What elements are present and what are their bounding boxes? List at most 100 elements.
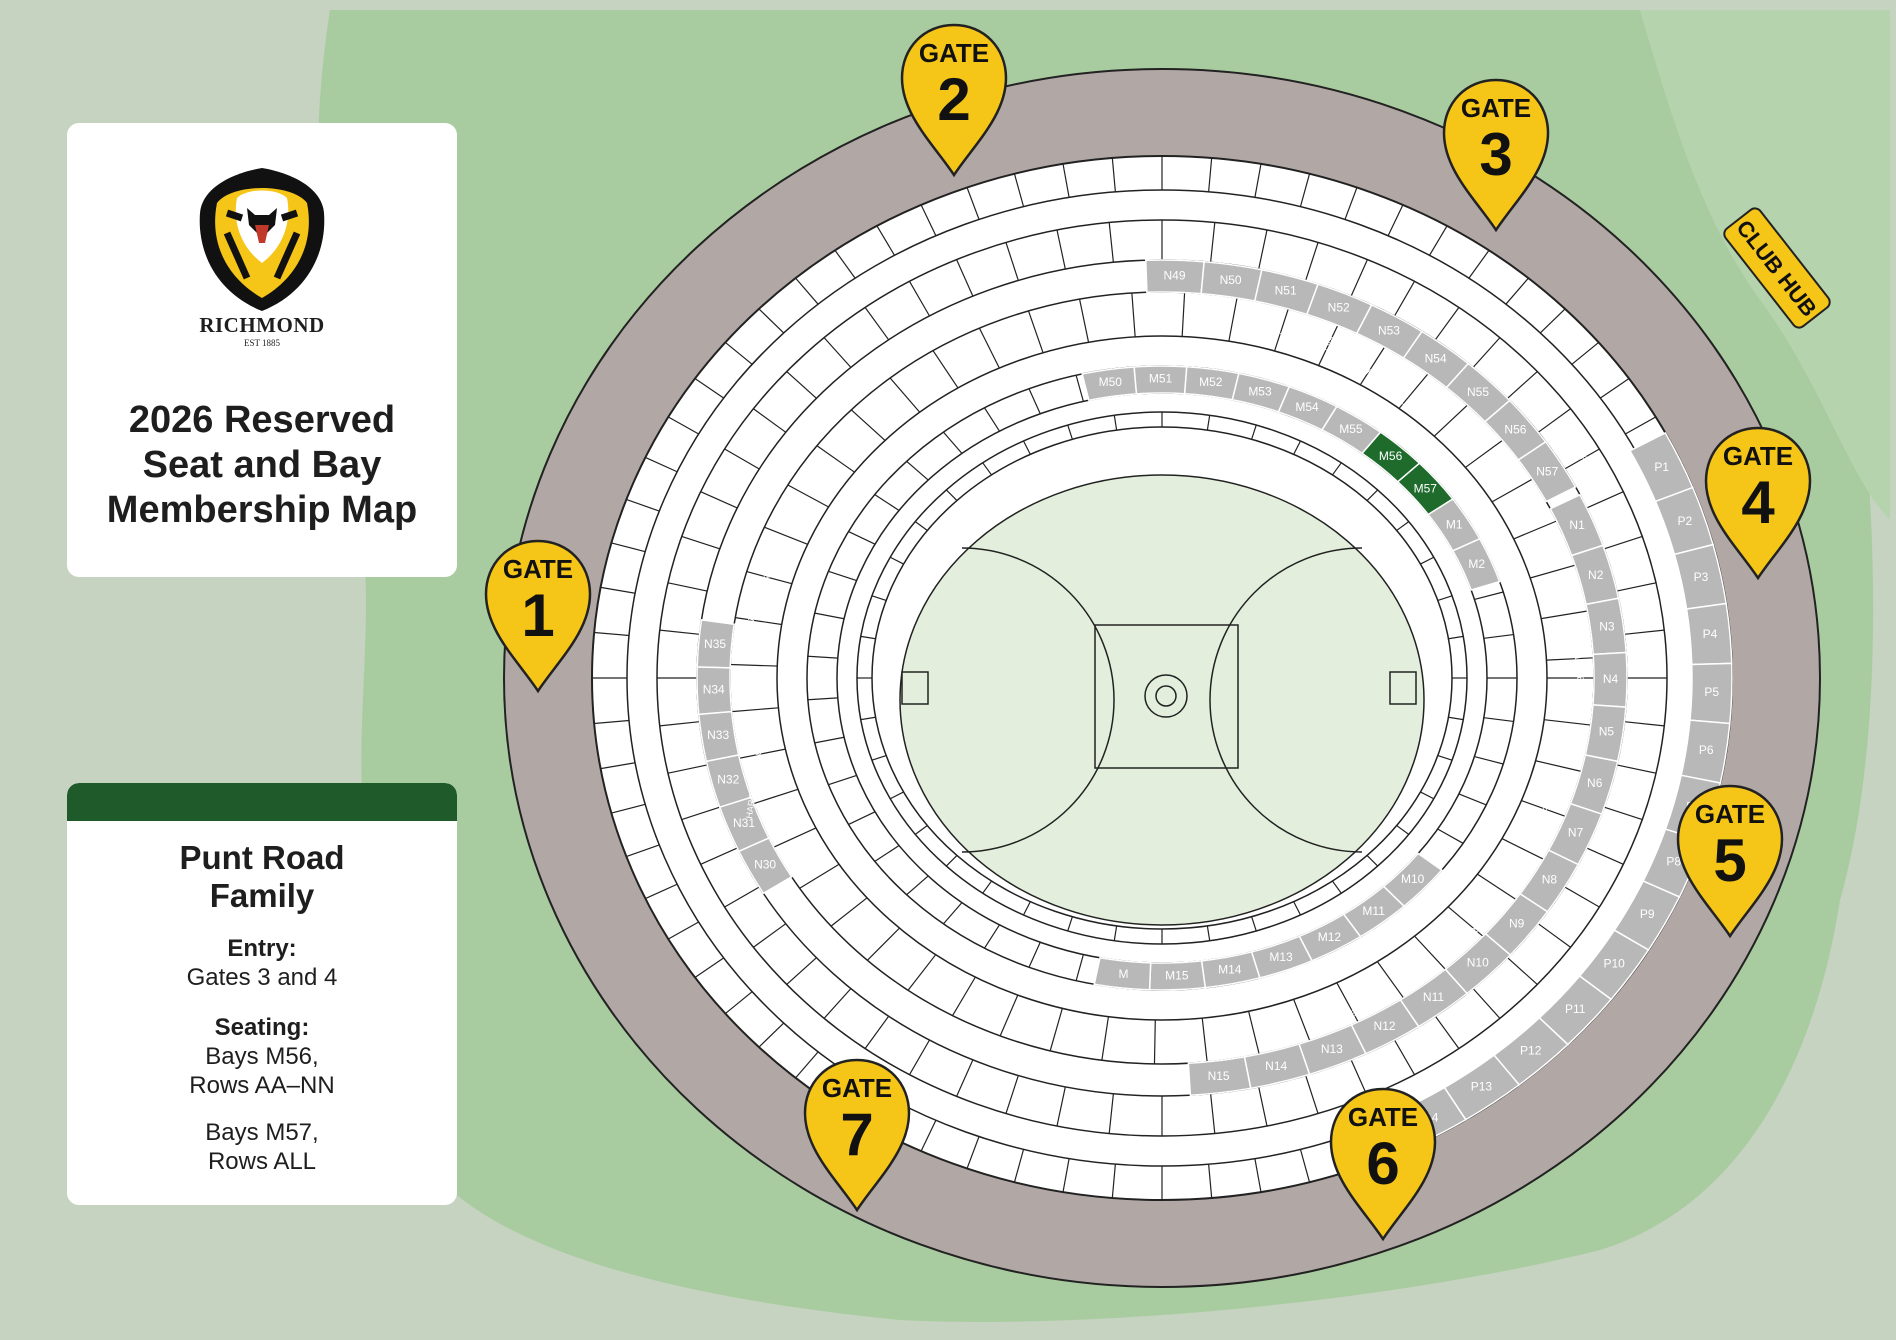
seat-divider	[1028, 388, 1041, 414]
bay-label-m2: M2	[1468, 557, 1485, 571]
seat-divider	[871, 754, 887, 761]
seat-divider	[1437, 754, 1453, 761]
seat-divider	[1472, 988, 1501, 1019]
seat-divider	[914, 825, 928, 835]
gate-word: GATE	[822, 1073, 892, 1103]
seat-divider	[942, 902, 963, 925]
bay-n30[interactable]	[737, 837, 793, 895]
seat-divider	[700, 491, 738, 509]
seat-divider	[1108, 1093, 1114, 1134]
seat-divider	[1420, 791, 1435, 800]
bay-label-m53: M53	[1248, 384, 1272, 398]
seat-divider	[942, 431, 963, 454]
bay-label-n7: N7	[1568, 826, 1584, 840]
seat-divider	[799, 863, 840, 889]
seat-divider	[871, 595, 887, 602]
seat-divider	[1027, 310, 1044, 353]
seat-divider	[1305, 1075, 1319, 1114]
seat-divider	[730, 663, 778, 667]
seat-divider	[1537, 923, 1571, 948]
seat-divider	[1210, 222, 1216, 263]
bay-label-p3: P3	[1694, 570, 1709, 584]
gate-number: 6	[1366, 1130, 1399, 1197]
seat-divider	[1318, 325, 1339, 366]
seat-divider	[724, 886, 760, 908]
seat-divider	[1398, 373, 1429, 409]
bay-label-m: M	[1119, 967, 1129, 981]
bay-label-n14: N14	[1265, 1059, 1287, 1073]
seat-divider	[1501, 838, 1544, 860]
seat-divider	[828, 774, 857, 786]
seat-divider	[823, 988, 852, 1019]
seat-divider	[1507, 957, 1538, 985]
seat-divider	[735, 617, 782, 626]
seat-divider	[920, 1120, 937, 1152]
bay-label-n54: N54	[1425, 352, 1447, 366]
bay-label-p13: P13	[1471, 1080, 1493, 1094]
bay-m[interactable]	[1093, 956, 1152, 991]
bay-label-p11: P11	[1565, 1002, 1586, 1016]
seat-divider	[1251, 916, 1257, 932]
seat-divider	[1153, 1019, 1156, 1064]
seat-divider	[1396, 521, 1410, 531]
bay-label-m13: M13	[1269, 950, 1293, 964]
bay-n57[interactable]	[1517, 440, 1577, 503]
bay-label-n49: N49	[1164, 268, 1186, 282]
bay-m2[interactable]	[1451, 537, 1501, 591]
bay-label-n6: N6	[1587, 776, 1603, 790]
entry-text: Gates 3 and 4	[186, 964, 338, 991]
seat-divider	[731, 707, 779, 713]
seat-divider	[1350, 1059, 1368, 1097]
seat-divider	[1022, 901, 1031, 916]
seat-divider	[1437, 595, 1453, 602]
bay-n15[interactable]	[1187, 1056, 1252, 1097]
seat-divider	[807, 697, 838, 701]
seat-divider	[1208, 157, 1213, 192]
seat-divider	[1067, 424, 1073, 440]
gate-number: 5	[1713, 827, 1746, 894]
seat-divider	[966, 187, 980, 220]
seat-divider	[681, 806, 720, 821]
legend-card: Punt Road Family Entry: Gates 3 and 4 Se…	[67, 783, 457, 1205]
seat-divider	[807, 655, 838, 659]
seat-divider	[1604, 535, 1643, 550]
seat-divider	[1208, 1164, 1213, 1199]
seat-divider	[1505, 277, 1529, 305]
seat-divider	[956, 1059, 974, 1097]
bay-label-n5: N5	[1599, 724, 1615, 738]
left-50m-arc	[961, 547, 1115, 853]
seat-divider	[956, 259, 974, 297]
seat-divider	[1468, 250, 1490, 279]
seat-divider	[594, 719, 630, 725]
seat-divider	[1366, 489, 1379, 501]
seat-divider	[1624, 721, 1665, 727]
seat-divider	[1206, 925, 1211, 941]
seat-divider	[814, 736, 845, 744]
seat-divider	[874, 845, 900, 862]
seat-divider	[1350, 259, 1368, 297]
seat-divider	[773, 827, 817, 848]
seat-divider	[1376, 961, 1405, 999]
seat-divider	[753, 923, 787, 948]
bay-label-n31: N31	[733, 816, 755, 830]
seat-divider	[1299, 173, 1311, 207]
bay-label-n34: N34	[703, 682, 725, 696]
bay-label-p2: P2	[1677, 514, 1692, 528]
gate-word: GATE	[1461, 93, 1531, 123]
seat-divider	[1616, 582, 1657, 592]
bay-label-n13: N13	[1321, 1042, 1343, 1056]
seat-divider	[1075, 954, 1084, 981]
seat-divider	[889, 791, 904, 800]
seat-divider	[1393, 281, 1416, 317]
seat-divider	[1078, 298, 1090, 343]
gate-word: GATE	[503, 554, 573, 584]
seat-divider	[659, 629, 700, 635]
seat-divider	[1513, 520, 1557, 540]
